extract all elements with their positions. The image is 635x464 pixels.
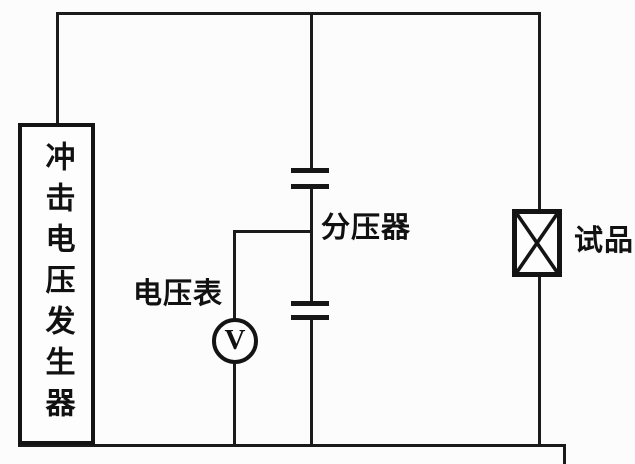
wire-top-bus-to-divider <box>310 12 313 169</box>
test-object-x-icon <box>517 214 557 272</box>
impulse-generator-label: 冲击电压发生器 <box>40 140 74 428</box>
wire-top-bus <box>56 12 541 15</box>
wire-tap-to-voltmeter <box>233 230 236 319</box>
wire-generator-to-top-bus <box>56 12 59 125</box>
wire-divider-tap-horizontal <box>233 230 313 233</box>
test-object-icon <box>512 209 562 277</box>
wire-voltmeter-to-bottom-bus <box>233 363 236 447</box>
wire-bottom-bus-drop <box>563 444 566 464</box>
impulse-generator-box: 冲击电压发生器 <box>18 123 95 445</box>
capacitor-upper-plate-1-icon <box>291 168 329 173</box>
capacitor-lower-plate-1-icon <box>291 301 329 306</box>
capacitor-upper-plate-2-icon <box>291 184 329 189</box>
wire-top-bus-to-test-object <box>538 12 541 210</box>
voltmeter-icon: V <box>212 318 258 364</box>
wire-bottom-bus <box>18 444 566 447</box>
voltmeter-symbol: V <box>224 323 246 356</box>
wire-divider-to-bottom-bus <box>310 320 313 447</box>
wire-test-object-to-bottom-bus <box>538 275 541 447</box>
test-object-label: 试品 <box>574 225 635 257</box>
wire-divider-middle <box>310 189 313 302</box>
voltmeter-label: 电压表 <box>133 278 224 310</box>
capacitor-lower-plate-2-icon <box>291 315 329 320</box>
divider-label: 分压器 <box>321 212 412 244</box>
